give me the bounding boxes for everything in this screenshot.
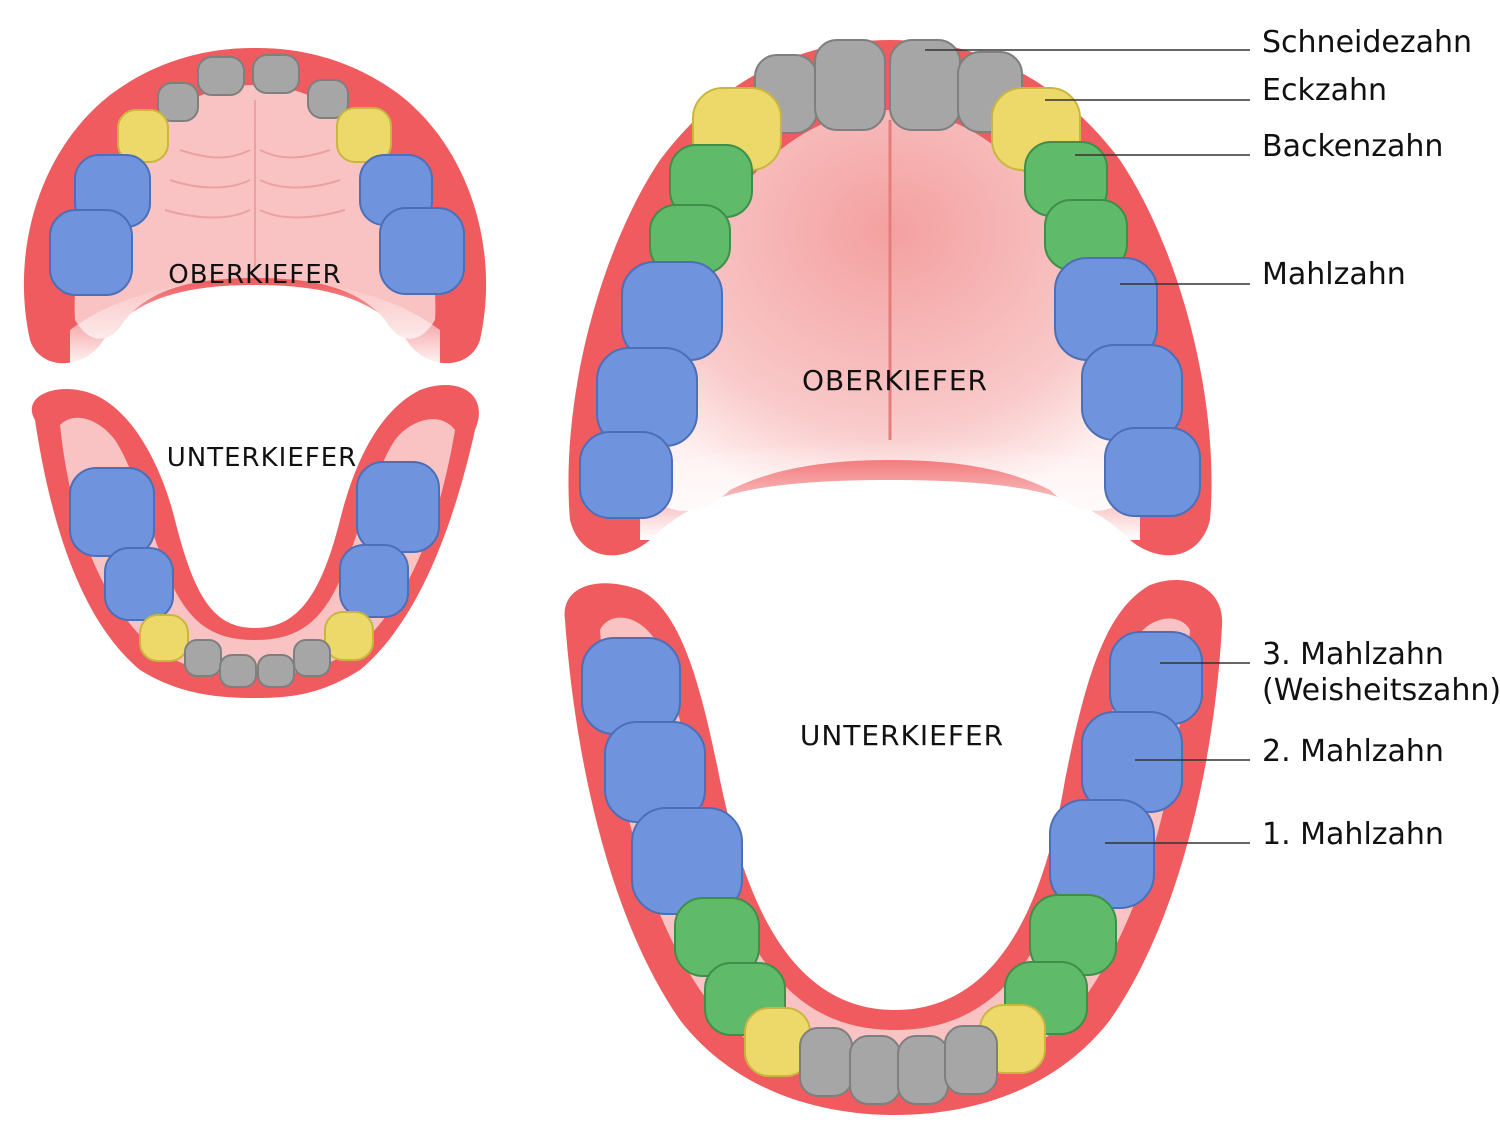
- adult-lower-incisor: [944, 1025, 998, 1095]
- adult-lower-label: UNTERKIEFER: [800, 719, 1004, 752]
- adult-lower-molar: [1049, 799, 1155, 909]
- adult-upper-incisor: [814, 39, 886, 131]
- child-upper-incisor: [307, 79, 349, 119]
- child-lower-incisor: [219, 654, 257, 688]
- adult-upper-label: OBERKIEFER: [802, 364, 988, 397]
- child-lower-molar: [69, 467, 155, 557]
- child-lower-canine: [324, 611, 374, 661]
- child-lower-incisor: [184, 639, 222, 677]
- child-lower-incisor: [293, 639, 331, 677]
- child-lower-canine: [139, 614, 189, 662]
- child-lower-molar: [104, 547, 174, 621]
- child-lower-label: UNTERKIEFER: [167, 443, 357, 473]
- child-upper-label: OBERKIEFER: [168, 260, 341, 290]
- label-third-molar: 3. Mahlzahn: [1262, 637, 1444, 672]
- adult-lower-molar: [1081, 711, 1183, 813]
- adult-upper-molar: [1104, 427, 1201, 517]
- child-upper-molar: [49, 209, 133, 296]
- child-upper-incisor: [197, 56, 245, 96]
- adult-lower-incisor: [799, 1027, 853, 1097]
- label-second-molar: 2. Mahlzahn: [1262, 734, 1444, 769]
- label-wisdom-tooth: (Weisheitszahn): [1262, 673, 1500, 708]
- adult-upper-jaw: OBERKIEFER: [568, 39, 1212, 556]
- adult-lower-incisor: [897, 1035, 949, 1105]
- label-premolar: Backenzahn: [1262, 129, 1443, 164]
- child-palate-ridges: [164, 100, 346, 270]
- child-lower-molar: [339, 544, 409, 618]
- child-upper-canine: [336, 107, 392, 163]
- label-canine: Eckzahn: [1262, 73, 1387, 108]
- child-upper-molar: [379, 207, 465, 295]
- legend-callouts: [925, 49, 1250, 844]
- adult-upper-molar: [1081, 344, 1183, 441]
- child-lower-jaw: UNTERKIEFER: [31, 384, 479, 698]
- adult-lower-incisor: [849, 1035, 901, 1105]
- adult-upper-molar: [621, 261, 723, 361]
- adult-upper-incisor: [889, 39, 961, 131]
- adult-upper-molar: [579, 431, 673, 519]
- label-first-molar: 1. Mahlzahn: [1262, 817, 1444, 852]
- adult-lower-molar: [1109, 631, 1203, 725]
- adult-lower-jaw: UNTERKIEFER: [564, 579, 1223, 1115]
- child-upper-incisor: [157, 82, 199, 122]
- adult-lower-molar: [581, 637, 681, 735]
- child-lower-molar: [356, 461, 440, 553]
- label-molar: Mahlzahn: [1262, 257, 1406, 292]
- child-upper-jaw: OBERKIEFER: [23, 48, 487, 370]
- child-upper-incisor: [252, 54, 300, 94]
- child-lower-incisor: [257, 654, 295, 688]
- label-incisor: Schneidezahn: [1262, 25, 1472, 60]
